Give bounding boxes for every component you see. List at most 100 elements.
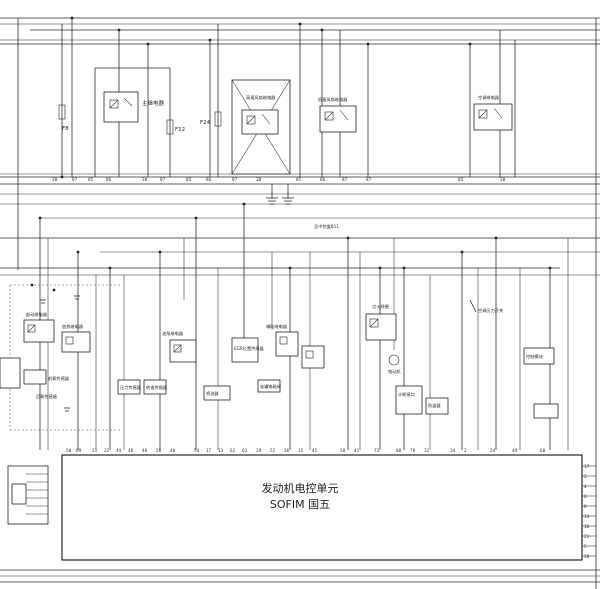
- svg-text:21: 21: [584, 534, 590, 540]
- top-terminal-row: 30 87 85 86 30 87 85 86 87 30 85 86 87 8…: [52, 177, 506, 183]
- svg-text:2: 2: [464, 448, 467, 454]
- svg-text:14: 14: [584, 514, 590, 520]
- svg-text:85: 85: [296, 177, 302, 183]
- svg-text:49: 49: [512, 448, 518, 454]
- svg-text:30: 30: [52, 177, 58, 183]
- svg-text:87: 87: [160, 177, 166, 183]
- svg-text:62: 62: [230, 448, 236, 454]
- relay-fan-low: 低速风扇继电器: [318, 96, 357, 133]
- svg-text:50: 50: [66, 448, 72, 454]
- svg-text:26: 26: [156, 448, 162, 454]
- relay-heater-label: 加热继电器: [62, 323, 84, 330]
- svg-text:24: 24: [490, 448, 496, 454]
- svg-text:80: 80: [396, 448, 402, 454]
- igniter-group: 点火线圈 电动机: [365, 303, 401, 375]
- igniter-label: 点火线圈: [372, 303, 389, 310]
- svg-text:52: 52: [270, 448, 276, 454]
- relay-mid-right: [301, 345, 325, 369]
- canister-label: 炭罐电磁阀: [260, 383, 281, 390]
- relay-ac: 空调继电器: [473, 94, 513, 131]
- relay-fuel-pump: 油泵继电器: [162, 330, 197, 363]
- sensor-box-row: 压力传感器 转速传感器 喷油器 EGR位置传感器 炭罐电磁阀: [117, 337, 281, 401]
- svg-text:40: 40: [170, 448, 176, 454]
- pressure-label: 压力传感器: [120, 384, 142, 391]
- svg-text:46: 46: [142, 448, 148, 454]
- ac-switch-group: 空调压力开关 控制模块: [469, 299, 559, 419]
- svg-text:44: 44: [116, 448, 122, 454]
- ecu-bottom-pins: 50 69 31 22 44 48 46 26 40 54 17 13 62 6…: [66, 448, 546, 454]
- module-label: 控制模块: [526, 353, 544, 360]
- svg-text:48: 48: [128, 448, 134, 454]
- right-feeders: [582, 465, 596, 557]
- relay-fan-high-label: 高速风扇继电器: [246, 94, 276, 101]
- ecu-subtitle: SOFIM 国五: [270, 498, 330, 511]
- note-center-box: 至中控盒B11: [314, 223, 339, 230]
- svg-text:22: 22: [104, 448, 110, 454]
- o2-rear-label: 后氧传感器: [36, 393, 58, 400]
- egr-label: EGR位置传感器: [234, 345, 265, 352]
- immo-label: 防盗器: [428, 402, 441, 409]
- svg-text:4: 4: [584, 484, 587, 490]
- fuse-f12: F12: [166, 119, 185, 135]
- ecu-right-pins: 17 2 4 6 8 14 16 21 5 30: [584, 464, 590, 560]
- fuse-f12-label: F12: [175, 127, 185, 133]
- relay-starter-label: 起动继电器: [26, 311, 48, 318]
- diag-label: 诊断接口: [398, 391, 415, 398]
- svg-text:16: 16: [584, 524, 590, 530]
- svg-text:85: 85: [186, 177, 192, 183]
- svg-text:73: 73: [374, 448, 380, 454]
- svg-text:86: 86: [206, 177, 212, 183]
- svg-text:32: 32: [424, 448, 430, 454]
- ecu-block: 发动机电控单元 SOFIM 国五: [61, 454, 583, 561]
- svg-text:6: 6: [584, 494, 587, 500]
- bottom-harness: [0, 569, 600, 583]
- relay-aux: 辅助继电器: [266, 323, 299, 357]
- svg-text:54: 54: [194, 448, 200, 454]
- svg-text:86: 86: [106, 177, 112, 183]
- relay-fuel-pump-label: 油泵继电器: [162, 330, 184, 337]
- svg-text:85: 85: [458, 177, 464, 183]
- ground-symbols-top: [266, 184, 294, 205]
- relay-main-label: 主继电器: [142, 99, 165, 107]
- relay-aux-label: 辅助继电器: [266, 323, 288, 330]
- svg-text:41: 41: [354, 448, 360, 454]
- speed-label: 转速传感器: [146, 384, 168, 391]
- left-relay-group: 起动继电器 加热继电器 前氧传感器 后氧传感器: [0, 284, 120, 431]
- top-vertical-feeds: [17, 18, 597, 589]
- svg-text:17: 17: [206, 448, 212, 454]
- svg-text:68: 68: [540, 448, 546, 454]
- svg-text:61: 61: [242, 448, 248, 454]
- fuse-f24-label: F24: [200, 120, 211, 126]
- svg-text:2: 2: [584, 474, 587, 480]
- relay-ac-label: 空调继电器: [478, 94, 500, 101]
- svg-text:58: 58: [340, 448, 346, 454]
- left-connector-block: [7, 465, 49, 525]
- svg-text:17: 17: [584, 464, 590, 470]
- svg-text:87: 87: [342, 177, 348, 183]
- mid-vertical-drops: [39, 204, 569, 450]
- diag-group: 诊断接口 防盗器: [395, 385, 449, 415]
- svg-text:15: 15: [298, 448, 304, 454]
- svg-text:36: 36: [284, 448, 290, 454]
- fuse-f24: F24: [200, 111, 222, 127]
- svg-text:86: 86: [320, 177, 326, 183]
- ecu-title: 发动机电控单元: [262, 481, 339, 495]
- svg-text:78: 78: [410, 448, 416, 454]
- fuse-f8: F8: [58, 104, 69, 132]
- svg-text:30: 30: [256, 177, 262, 183]
- fuse-f8-label: F8: [62, 126, 69, 132]
- relay-main: 主继电器: [103, 91, 165, 123]
- relay-fan-low-label: 低速风扇继电器: [318, 96, 348, 103]
- svg-text:69: 69: [76, 448, 82, 454]
- injectors-label: 喷油器: [206, 390, 219, 397]
- svg-text:13: 13: [218, 448, 224, 454]
- svg-text:34: 34: [450, 448, 456, 454]
- svg-text:85: 85: [88, 177, 94, 183]
- o2-front-label: 前氧传感器: [48, 375, 70, 382]
- svg-text:87: 87: [72, 177, 78, 183]
- svg-text:31: 31: [92, 448, 98, 454]
- svg-text:8: 8: [584, 504, 587, 510]
- left-grounds: [40, 295, 80, 412]
